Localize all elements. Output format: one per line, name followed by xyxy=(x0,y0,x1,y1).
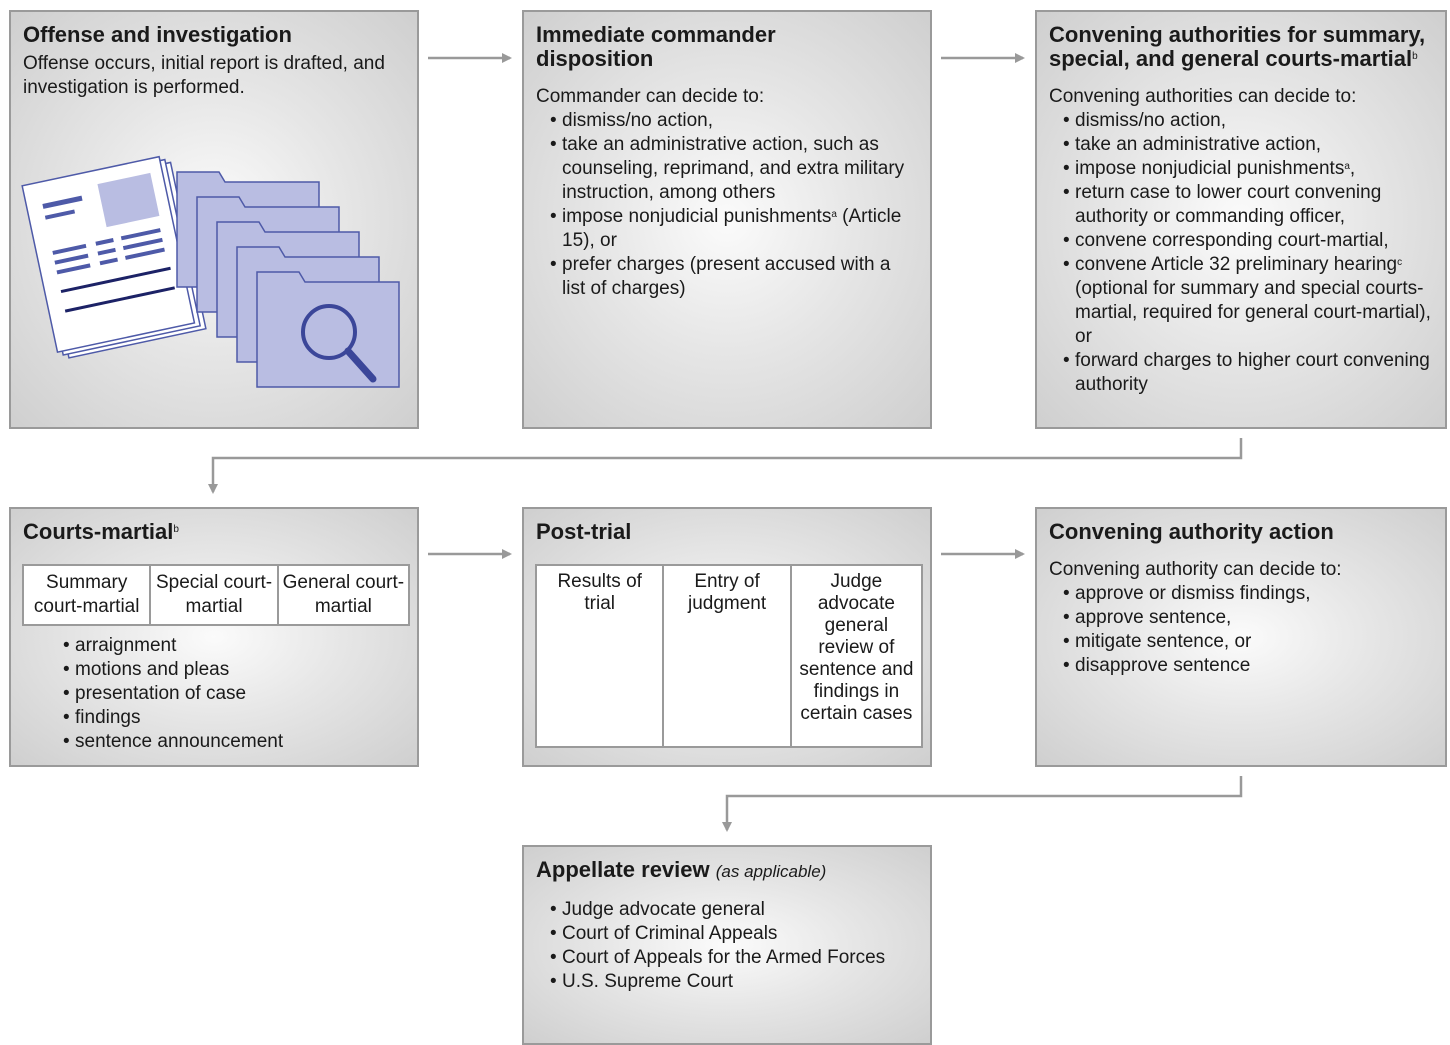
post-trial-table: Results of trial Entry of judgment Judge… xyxy=(534,564,924,748)
list-item: return case to lower court convening aut… xyxy=(1063,181,1433,229)
list-item: mitigate sentence, or xyxy=(1063,630,1433,654)
arrow-action-to-appellate xyxy=(722,776,1243,832)
list-item: findings xyxy=(63,706,283,730)
convening-title: Convening authorities for summary, speci… xyxy=(1049,22,1426,71)
footnote-a: a xyxy=(1344,161,1350,172)
footnote-b: b xyxy=(1412,51,1418,62)
post-trial-box: Post-trial Results of trial Entry of jud… xyxy=(522,507,932,767)
entry-of-judgment-cell: Entry of judgment xyxy=(662,564,792,748)
posttrial-title: Post-trial xyxy=(536,519,632,544)
commander-title: Immediate commander disposition xyxy=(536,22,776,71)
folder-stack-icon xyxy=(176,171,400,388)
list-item: impose nonjudicial punishmentsa (Article… xyxy=(550,205,918,253)
convening-intro: Convening authorities can decide to: xyxy=(1049,86,1357,107)
courts-title: Courts-martialb xyxy=(23,519,179,544)
list-item: arraignment xyxy=(63,634,283,658)
court-proceedings: arraignment motions and pleas presentati… xyxy=(49,634,283,754)
footnote-a: a xyxy=(831,209,837,220)
appellate-courts: Judge advocate general Court of Criminal… xyxy=(536,898,918,994)
commander-intro: Commander can decide to: xyxy=(536,86,765,107)
offense-text: Offense occurs, initial report is drafte… xyxy=(23,53,385,98)
appellate-title-note: (as applicable) xyxy=(715,862,827,881)
convening-authority-action-box: Convening authority action Convening aut… xyxy=(1035,507,1447,767)
list-item: U.S. Supreme Court xyxy=(550,970,918,994)
general-court-martial-cell: General court-martial xyxy=(276,564,411,626)
arrow-convening-to-courts xyxy=(208,438,1243,494)
list-item: Judge advocate general xyxy=(550,898,918,922)
special-court-martial-cell: Special court-martial xyxy=(149,564,279,626)
summary-court-martial-cell: Summary court-martial xyxy=(21,564,152,626)
document-stack-icon xyxy=(21,155,207,359)
list-item: dismiss/no action, xyxy=(1063,109,1433,133)
list-item: dismiss/no action, xyxy=(550,109,918,133)
offense-title: Offense and investigation xyxy=(23,22,292,47)
list-item: Court of Criminal Appeals xyxy=(550,922,918,946)
offense-investigation-box: Offense and investigation Offense occurs… xyxy=(9,10,419,429)
action-intro: Convening authority can decide to: xyxy=(1049,559,1342,580)
list-item: approve sentence, xyxy=(1063,606,1433,630)
jag-review-cell: Judge advocate general review of sentenc… xyxy=(789,564,924,748)
appellate-review-box: Appellate review (as applicable) Judge a… xyxy=(522,845,932,1045)
commander-disposition-box: Immediate commander disposition Commande… xyxy=(522,10,932,429)
list-item: presentation of case xyxy=(63,682,283,706)
list-item: approve or dismiss findings, xyxy=(1063,582,1433,606)
list-item: take an administrative action, such as c… xyxy=(550,133,918,205)
results-of-trial-cell: Results of trial xyxy=(534,564,665,748)
courts-martial-box: Courts-martialb Summary court-martial Sp… xyxy=(9,507,419,767)
appellate-title: Appellate review (as applicable) xyxy=(536,857,827,882)
footnote-b: b xyxy=(173,524,179,535)
list-item: prefer charges (present accused with a l… xyxy=(550,253,918,301)
list-item: convene corresponding court-martial, xyxy=(1063,229,1433,253)
list-item: Court of Appeals for the Armed Forces xyxy=(550,946,918,970)
action-title: Convening authority action xyxy=(1049,519,1334,544)
court-types-table: Summary court-martial Special court-mart… xyxy=(21,564,411,626)
action-options: approve or dismiss findings, approve sen… xyxy=(1049,582,1433,678)
convening-authorities-box: Convening authorities for summary, speci… xyxy=(1035,10,1447,429)
footnote-c: c xyxy=(1397,257,1403,268)
list-item: sentence announcement xyxy=(63,730,283,754)
list-item: motions and pleas xyxy=(63,658,283,682)
list-item: forward charges to higher court convenin… xyxy=(1063,349,1433,397)
list-item: convene Article 32 preliminary hearingc … xyxy=(1063,253,1433,349)
commander-options: dismiss/no action, take an administrativ… xyxy=(536,109,918,301)
list-item: disapprove sentence xyxy=(1063,654,1433,678)
list-item: impose nonjudicial punishmentsa, xyxy=(1063,157,1433,181)
investigation-illustration xyxy=(21,155,400,388)
magnifying-glass-icon xyxy=(301,304,377,383)
convening-options: dismiss/no action, take an administrativ… xyxy=(1049,109,1433,397)
list-item: take an administrative action, xyxy=(1063,133,1433,157)
